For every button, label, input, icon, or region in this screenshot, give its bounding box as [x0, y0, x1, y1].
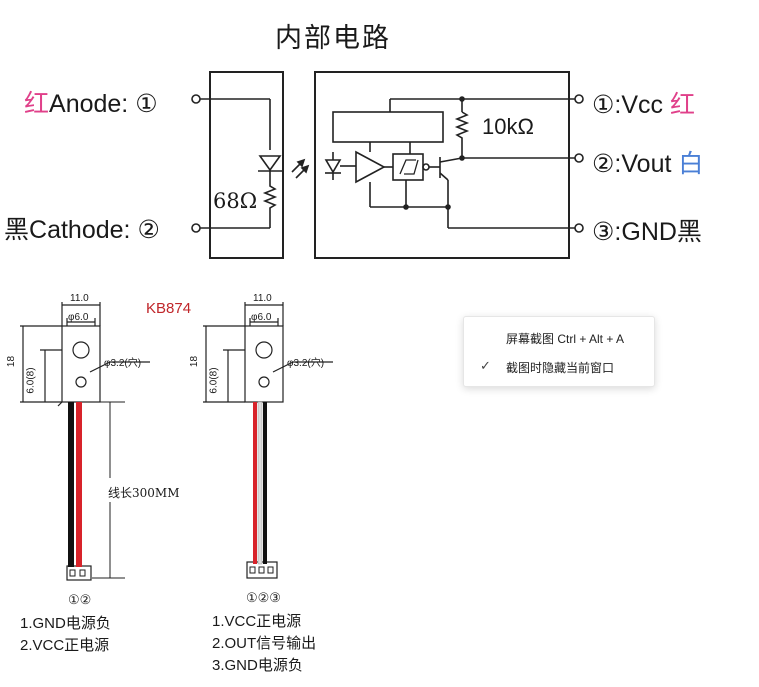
gnd-text: :GND — [614, 218, 677, 246]
left-dim-width: 11.0 — [70, 293, 89, 304]
gnd-number: ③ — [592, 218, 615, 246]
pin-vout-label: ②:Vout 白 — [592, 144, 703, 180]
right-red-wire — [253, 402, 257, 564]
right-white-wire — [257, 401, 263, 565]
anode-color: 红 — [24, 89, 50, 118]
vout-text: :Vout — [614, 150, 672, 178]
resistor-68 — [262, 182, 278, 212]
pin-vcc-label: ①:Vcc 红 — [592, 85, 695, 121]
right-dim-hole-top: φ6.0 — [251, 312, 272, 323]
right-legend-1: 1.VCC正电源 — [212, 613, 302, 630]
right-dim-mount-hole: φ3.2(穴) — [287, 358, 325, 369]
schmitt-block — [392, 153, 424, 181]
pin-cathode-label: 黑Cathode: ② — [4, 210, 160, 246]
cathode-number: ② — [137, 216, 160, 244]
right-dim-offset: 6.0(8) — [208, 367, 220, 394]
left-connector-pins: ①② — [68, 592, 92, 607]
left-mech-drawing — [20, 302, 150, 581]
vout-number: ② — [592, 150, 615, 178]
pin-anode-label: 红Anode: ① — [24, 84, 158, 120]
left-legend-1: 1.GND电源负 — [20, 615, 111, 632]
wire-length-label: 线长300MM — [108, 486, 180, 500]
right-legend-3: 3.GND电源负 — [212, 657, 303, 674]
amplifier-symbol — [355, 150, 386, 184]
left-dim-offset: 6.0(8) — [25, 367, 37, 394]
vout-color: 白 — [678, 149, 704, 178]
anode-text: Anode: — [49, 90, 129, 118]
right-dim-height: 18 — [189, 355, 201, 368]
cathode-text: Cathode: — [29, 216, 131, 244]
left-red-wire — [76, 402, 82, 567]
left-dim-hole-top: φ6.0 — [68, 312, 89, 323]
resistor-68-label: 68Ω — [213, 189, 258, 213]
menu-item-screenshot[interactable]: 屏幕截图 Ctrl + Alt + A — [506, 332, 625, 346]
vcc-text: :Vcc — [614, 91, 664, 119]
right-black-wire — [263, 402, 267, 564]
regulator-block — [332, 111, 444, 143]
light-arrows — [291, 158, 310, 179]
pin-gnd-label: ③:GND黑 — [592, 212, 702, 248]
context-menu: 屏幕截图 Ctrl + Alt + A ✓ 截图时隐藏当前窗口 — [463, 316, 655, 387]
right-mech-drawing — [203, 302, 333, 579]
gnd-color: 黑 — [676, 217, 702, 246]
led-symbol — [258, 155, 282, 182]
vcc-number: ① — [592, 91, 615, 119]
checkmark-icon: ✓ — [480, 358, 491, 373]
diagram-title: 内部电路 — [275, 23, 391, 54]
right-dim-width: 11.0 — [253, 293, 272, 304]
anode-number: ① — [135, 90, 158, 118]
anode-terminal — [191, 94, 201, 104]
receiver-box — [314, 71, 570, 259]
left-legend-2: 2.VCC正电源 — [20, 637, 110, 654]
model-number: KB874 — [146, 300, 192, 317]
left-dim-mount-hole: φ3.2(穴) — [104, 358, 142, 369]
left-dim-height: 18 — [6, 355, 18, 368]
vcc-terminal — [574, 94, 584, 104]
left-black-wire — [68, 402, 74, 567]
resistor-10k — [454, 111, 470, 158]
right-legend-2: 2.OUT信号输出 — [212, 635, 317, 652]
gnd-terminal — [574, 223, 584, 233]
vcc-color: 红 — [670, 90, 696, 119]
cathode-color: 黑 — [4, 215, 30, 244]
menu-item-hide-window[interactable]: 截图时隐藏当前窗口 — [506, 361, 615, 375]
right-connector-pins: ①②③ — [246, 590, 281, 605]
emitter-box — [209, 71, 284, 259]
cathode-terminal — [191, 223, 201, 233]
resistor-10k-label: 10kΩ — [482, 114, 534, 139]
vout-terminal — [574, 153, 584, 163]
